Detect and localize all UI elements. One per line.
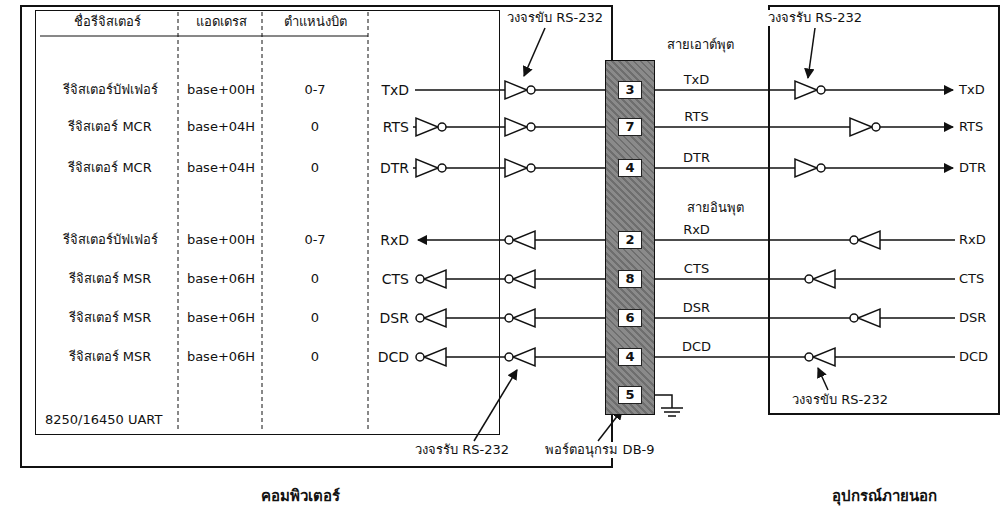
table-cell: base+06H [185,271,257,287]
signal-name: DTR [957,160,988,176]
table-cell: base+00H [185,232,257,248]
table-cell: base+04H [185,160,257,176]
signal-wire [655,278,768,280]
device-gates [795,81,880,366]
wire-label: DCD [680,339,713,355]
table-cell: รีจิสเตอร์ MSR [67,310,154,326]
signal-name: DCD [376,349,411,366]
signal-name: DTR [378,160,411,177]
group-label: สายอินพุต [685,200,746,216]
table-cell: 0 [309,310,321,326]
table-cell: รีจิสเตอร์บัฟเฟอร์ [61,82,160,98]
wire-label: DTR [681,150,712,166]
table-cell: base+06H [185,310,257,326]
signal-wire [655,126,768,128]
pin-number: 4 [618,159,642,177]
pin-number: 4 [618,348,642,366]
table-cell: base+04H [185,119,257,135]
chip-name: 8250/16450 UART [45,412,162,428]
box-heading: อุปกรณ์ภายนอก [832,487,937,505]
signal-name: RTS [381,119,411,136]
table-header: ชื่อรีจิสเตอร์ [72,14,143,30]
signal-name: RTS [957,119,985,135]
table-cell: รีจิสเตอร์บัฟเฟอร์ [61,232,160,248]
table-lines [40,12,368,430]
callout-label: วงจรขับ RS-232 [790,392,890,408]
pin-number: 2 [618,231,642,249]
table-cell: 0 [309,271,321,287]
signal-name: RxD [378,232,411,249]
signal-name: DSR [957,310,988,326]
device-wires [768,28,955,390]
pin-number: 5 [618,386,642,404]
table-cell: รีจิสเตอร์ MSR [67,349,154,365]
signal-name: RxD [957,232,988,248]
table-cell: รีจิสเตอร์ MSR [67,271,154,287]
group-label: สายเอาต์พุต [665,37,736,53]
signal-wire [655,239,768,241]
signal-name: CTS [957,271,986,287]
pin-number: 3 [618,81,642,99]
signal-wire [655,89,768,91]
table-cell: 0-7 [302,82,327,98]
table-cell: 0 [309,160,321,176]
table-cell: 0 [309,349,321,365]
signal-name: DSR [378,310,411,327]
table-cell: base+00H [185,82,257,98]
pin-number: 6 [618,309,642,327]
pin-number: 7 [618,118,642,136]
pin-number: 8 [618,270,642,288]
callout-label: วงจรรับ RS-232 [766,10,864,26]
wire-label: TxD [682,72,712,88]
wire-label: RTS [682,109,710,125]
wire-label: RxD [681,222,712,238]
wire-label: DSR [681,300,712,316]
table-header: แอดเดรส [194,14,249,30]
signal-name: TxD [379,82,411,99]
callout-label: วงจรรับ RS-232 [413,442,511,458]
box-heading: คอมพิวเตอร์ [261,487,340,505]
uart-box: 8250/16450 UART [35,10,500,435]
signal-wire [655,317,768,319]
table-header: ตำแหน่งบิต [282,14,349,30]
db9-connector: 3 7 4 2 8 6 4 5 [605,60,655,415]
table-cell: base+06H [185,349,257,365]
signal-name: DCD [957,349,990,365]
signal-name: TxD [957,82,987,98]
wire-label: CTS [682,261,711,277]
table-cell: 0 [309,119,321,135]
table-cell: รีจิสเตอร์ MCR [66,160,153,176]
callout-label: วงจรขับ RS-232 [505,10,605,26]
computer-wires [413,28,683,441]
callout-label: พอร์ตอนุกรม DB-9 [543,442,656,458]
rs232-gates [416,81,535,366]
signal-wire [655,356,768,358]
signal-name: CTS [380,271,411,288]
table-cell: 0-7 [302,232,327,248]
table-cell: รีจิสเตอร์ MCR [66,119,153,135]
signal-wire [655,167,768,169]
